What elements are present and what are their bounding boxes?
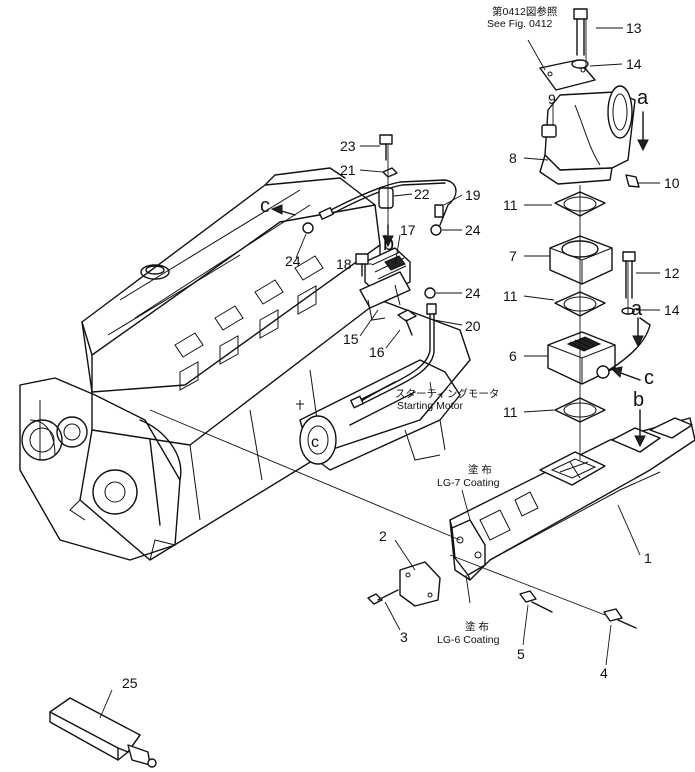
callout-1: 1 (644, 550, 652, 566)
letter-b-relay: b (383, 233, 394, 255)
callout-12: 12 (664, 265, 680, 281)
callout-11-c: 11 (503, 404, 518, 420)
starting-motor: c (296, 359, 461, 471)
callout-19: 19 (465, 187, 481, 203)
cover-plate (367, 561, 441, 607)
callout-22: 22 (414, 186, 430, 202)
tool-wrench (49, 697, 157, 768)
leader-lines (99, 27, 660, 719)
callout-21: 21 (340, 162, 356, 178)
callout-numbers: 1 2 3 4 5 6 7 8 9 10 11 11 11 12 13 14 1… (122, 20, 680, 691)
letter-b-manifold: b (633, 389, 644, 411)
callout-6: 6 (509, 348, 517, 364)
see-fig-jp: 第0412図参照 (492, 5, 558, 18)
callout-20: 20 (465, 318, 481, 334)
intake-elbow (539, 8, 640, 188)
letter-c-heater: c (644, 367, 654, 389)
callout-4: 4 (600, 665, 608, 681)
callout-24-a: 24 (285, 253, 301, 269)
callout-15: 15 (343, 331, 359, 347)
safety-relay-assembly (302, 134, 442, 336)
lg7-coating: LG-7 Coating (437, 477, 500, 489)
intake-manifold (449, 417, 695, 581)
callout-13: 13 (626, 20, 642, 36)
flow-arrows (270, 111, 649, 448)
callout-14-a: 14 (626, 56, 642, 72)
callout-24-b: 24 (465, 222, 481, 238)
callout-11-a: 11 (503, 197, 518, 213)
callout-17: 17 (400, 222, 416, 238)
callout-25: 25 (122, 675, 138, 691)
callout-23: 23 (340, 138, 356, 154)
motor-c-mark: c (311, 434, 319, 451)
lg6-coating-jp: 塗 布 (465, 620, 489, 633)
lg6-coating: LG-6 Coating (437, 634, 500, 646)
callout-3: 3 (400, 629, 408, 645)
reference-letters: a a b b c c (260, 87, 654, 411)
see-fig-en: See Fig. 0412 (487, 18, 553, 30)
callout-7: 7 (509, 248, 517, 264)
callout-16: 16 (369, 344, 385, 360)
alignment-lines (149, 20, 629, 616)
callout-18: 18 (336, 256, 352, 272)
callout-24-c: 24 (465, 285, 481, 301)
manifold-bolts (519, 590, 637, 629)
intake-heater (547, 251, 651, 385)
wiring-harness (318, 179, 457, 409)
starting-motor-jp: スターティングモータ (395, 387, 499, 400)
callout-11-b: 11 (503, 288, 518, 304)
engine-block (19, 167, 471, 561)
callout-8: 8 (509, 150, 517, 166)
callout-2: 2 (379, 528, 387, 544)
notes: 第0412図参照 See Fig. 0412 スターティングモータ Starti… (395, 5, 558, 646)
callout-9: 9 (548, 91, 556, 107)
callout-5: 5 (517, 646, 525, 662)
callout-14-b: 14 (664, 302, 680, 318)
letter-a-heater: a (631, 298, 643, 320)
letter-c-harness: c (260, 195, 270, 217)
lg7-coating-jp: 塗 布 (468, 463, 492, 476)
letter-a-top: a (637, 87, 649, 109)
callout-10: 10 (664, 175, 680, 191)
starting-motor-en: Starting Motor (397, 400, 463, 412)
spacer (549, 235, 613, 285)
